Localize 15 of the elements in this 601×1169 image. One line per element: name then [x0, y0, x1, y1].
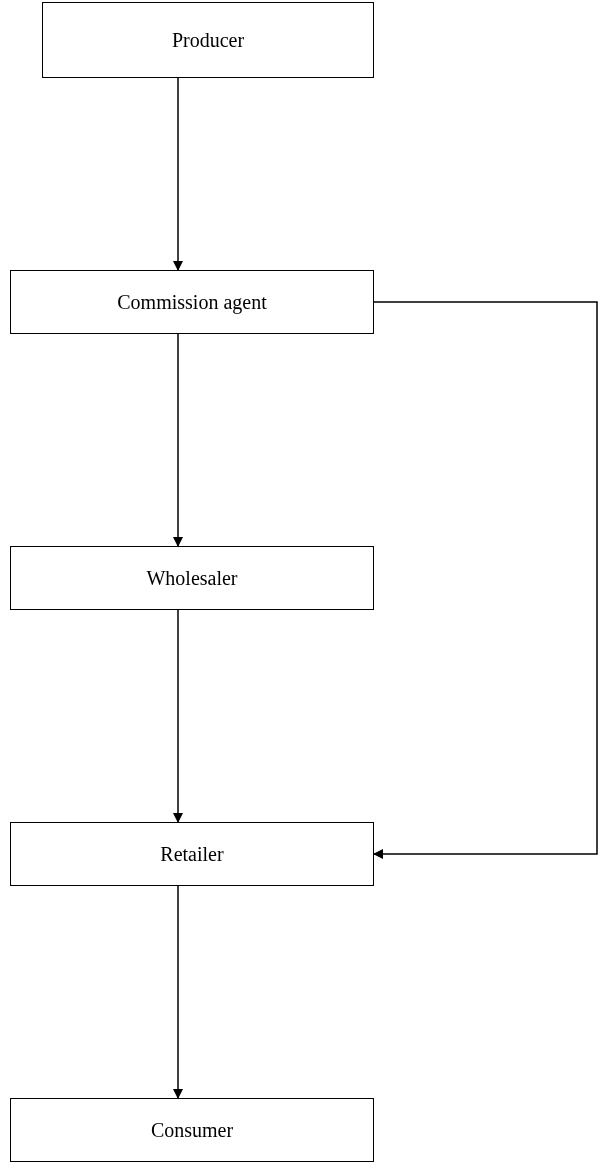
arrow	[173, 77, 183, 271]
box-label: Retailer	[160, 841, 224, 867]
box-label: Consumer	[150, 1117, 234, 1143]
process-box	[10, 822, 374, 886]
arrow	[373, 301, 598, 859]
arrow	[173, 609, 183, 823]
arrow	[173, 333, 183, 547]
box-label: Commission agent	[117, 289, 267, 315]
process-box	[10, 270, 374, 334]
box-label: Producer	[171, 27, 245, 53]
box-label: Wholesaler	[146, 565, 238, 591]
process-box	[10, 1098, 374, 1162]
process-box	[10, 546, 374, 610]
arrow	[173, 885, 183, 1099]
process-box	[42, 2, 374, 78]
